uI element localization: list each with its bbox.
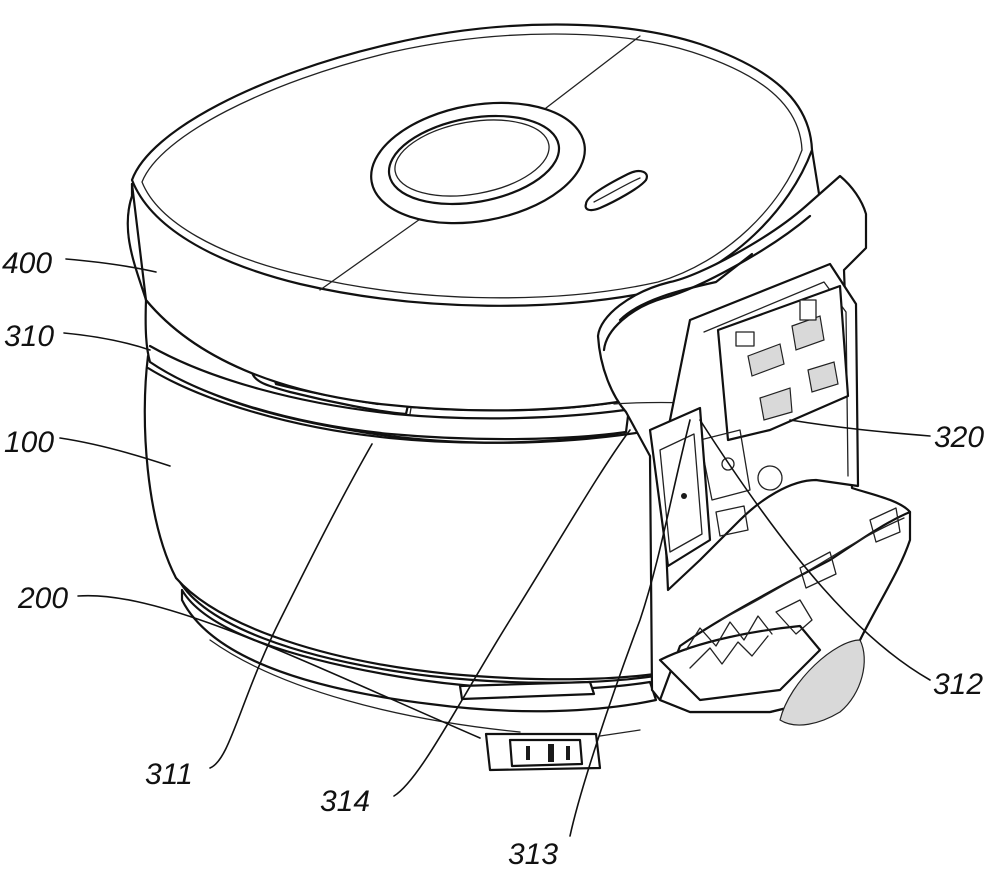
label-200: 200 [18,582,69,615]
leader-400 [65,258,157,273]
leader-311 [209,443,373,769]
label-311: 311 [145,758,193,791]
fan-blades [685,599,813,669]
label-312: 312 [933,668,984,701]
circuit-board-320 [699,284,850,537]
label-313: 313 [508,838,559,871]
label-400: 400 [2,247,53,280]
leader-312 [699,419,931,681]
label-100: 100 [4,426,55,459]
label-320: 320 [934,421,985,454]
power-socket [484,729,641,772]
lid-button [370,101,586,225]
leader-lines [59,258,931,837]
leader-320 [789,419,931,437]
label-314: 314 [320,785,371,818]
base-200 [174,573,658,733]
label-310: 310 [4,320,55,353]
control-housing [596,174,912,726]
leader-310 [63,332,151,351]
leader-314 [393,429,631,797]
leader-100 [59,437,171,467]
lid-400 [126,23,822,412]
leader-313 [569,419,691,837]
steam-vent [584,170,648,212]
leader-200 [77,594,481,739]
